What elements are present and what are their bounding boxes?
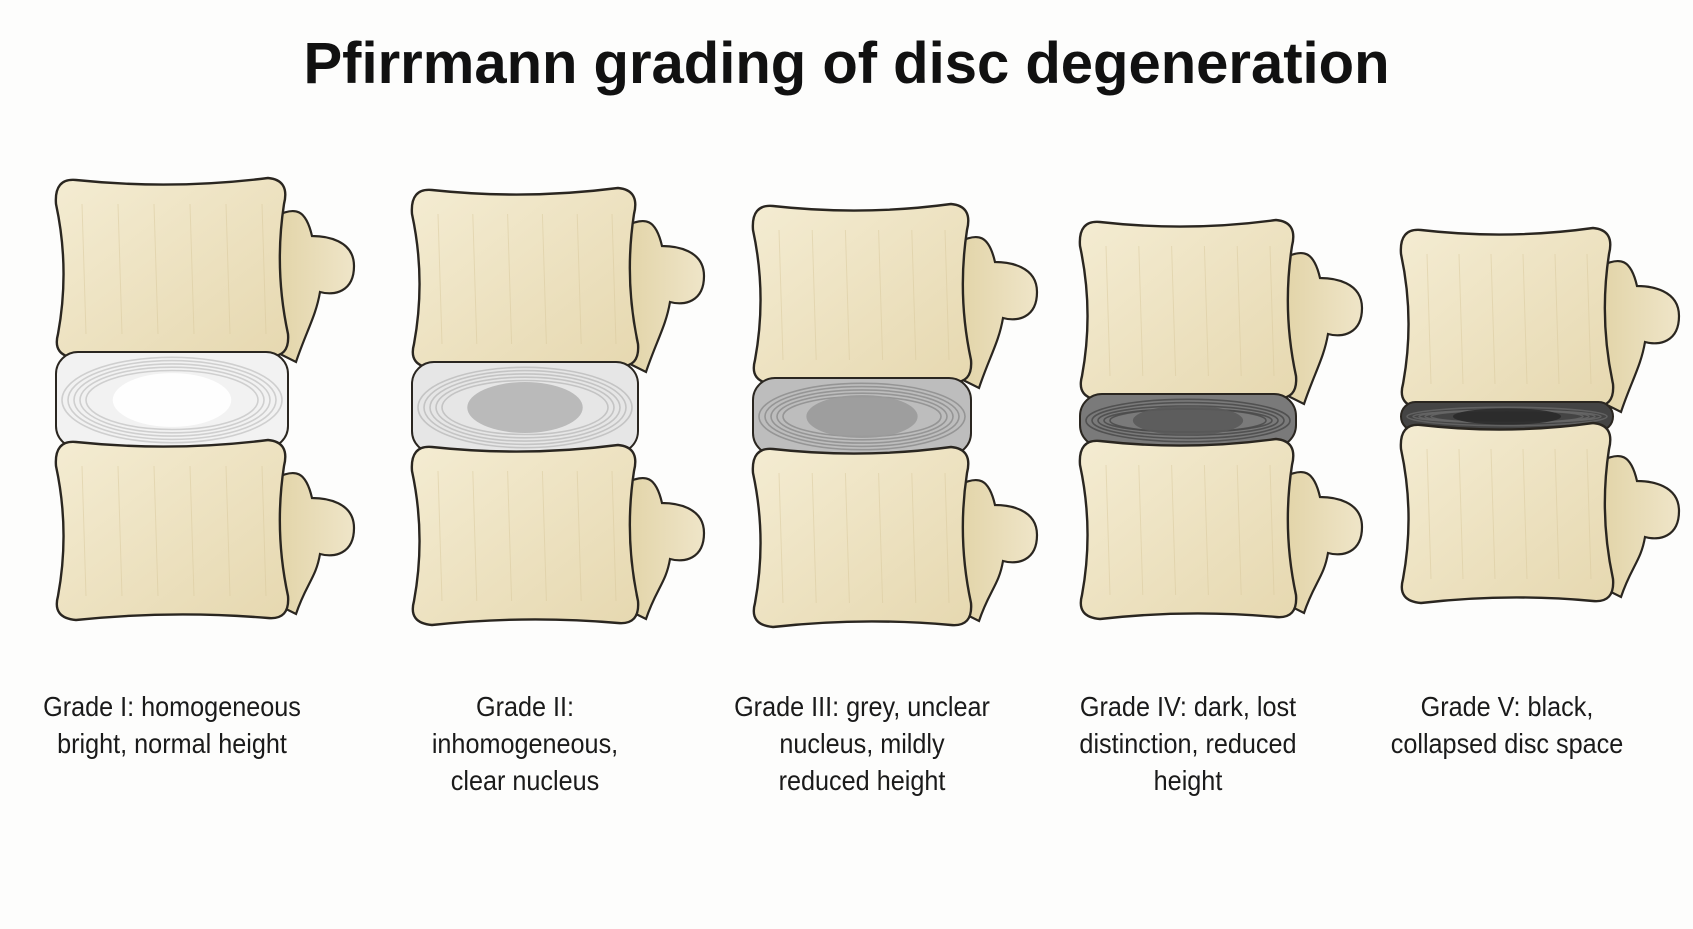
caption-line: reduced height	[778, 765, 946, 796]
nucleus-pulposus	[806, 394, 918, 439]
lower-vertebral-body	[410, 443, 640, 627]
lower-posterior-process	[1282, 470, 1364, 615]
lower-posterior-process	[624, 476, 706, 621]
bone-texture	[1426, 448, 1592, 580]
bone-texture	[778, 472, 950, 604]
bone-texture	[1105, 245, 1275, 377]
upper-posterior-process	[274, 209, 356, 364]
specimen-grade-4	[1078, 218, 1364, 621]
upper-posterior-process	[1282, 251, 1364, 406]
upper-posterior-process	[624, 219, 706, 374]
nucleus-pulposus	[1132, 405, 1244, 436]
caption-grade-4: Grade IV: dark, lost distinction, reduced…	[1044, 688, 1332, 799]
annulus-rings	[61, 356, 283, 444]
upper-vertebral-body	[1399, 226, 1615, 410]
nucleus-pulposus	[112, 373, 232, 427]
upper-posterior-process	[957, 235, 1039, 390]
caption-line: nucleus, mildly	[779, 728, 945, 759]
caption-line: clear nucleus	[450, 765, 600, 796]
lower-posterior-process	[957, 478, 1039, 623]
bone-texture	[778, 229, 950, 361]
caption-line: Grade I: homogeneous	[43, 691, 301, 722]
caption-line: Grade V: black,	[1420, 691, 1594, 722]
caption-grade-3: Grade III: grey, unclear nucleus, mildly r…	[718, 688, 1006, 799]
lower-vertebral-body	[751, 445, 973, 629]
caption-grade-2: Grade II: inhomogeneous, clear nucleus	[381, 688, 669, 799]
caption-line: collapsed disc space	[1390, 728, 1624, 759]
caption-line: Grade IV: dark, lost	[1079, 691, 1297, 722]
bone-texture	[437, 213, 617, 345]
specimen-grade-2	[410, 186, 706, 627]
bone-texture	[437, 470, 617, 602]
bone-texture	[81, 203, 267, 335]
bone-texture	[81, 465, 267, 597]
bone-texture	[1426, 253, 1592, 385]
specimen-grade-1	[54, 176, 356, 622]
lower-posterior-process	[274, 471, 356, 616]
upper-vertebral-body	[54, 176, 290, 360]
nucleus-pulposus	[1452, 408, 1562, 425]
lower-posterior-process	[1599, 454, 1681, 599]
lower-vertebral-body	[1078, 437, 1298, 621]
lower-vertebral-body	[1399, 421, 1615, 605]
bone-texture	[1105, 464, 1275, 596]
annulus-rings	[417, 366, 633, 449]
page-title: Pfirrmann grading of disc degeneration	[303, 31, 1390, 96]
specimen-grade-3	[751, 202, 1039, 629]
caption-line: bright, normal height	[57, 728, 287, 759]
nucleus-pulposus	[467, 382, 583, 433]
caption-line: Grade III: grey, unclear	[734, 691, 990, 722]
upper-vertebral-body	[751, 202, 973, 386]
caption-line: distinction, reduced	[1079, 728, 1297, 759]
lower-vertebral-body	[54, 438, 290, 622]
specimen-grade-5	[1399, 226, 1681, 605]
upper-vertebral-body	[1078, 218, 1298, 402]
upper-vertebral-body	[410, 186, 640, 370]
caption-line: Grade II: inhomogeneous,	[431, 691, 619, 759]
caption-line: height	[1153, 765, 1223, 796]
annulus-rings	[758, 382, 966, 451]
caption-grade-5: Grade V: black, collapsed disc space	[1363, 688, 1651, 762]
upper-posterior-process	[1599, 259, 1681, 414]
caption-grade-1: Grade I: homogeneous bright, normal heigh…	[28, 688, 316, 762]
